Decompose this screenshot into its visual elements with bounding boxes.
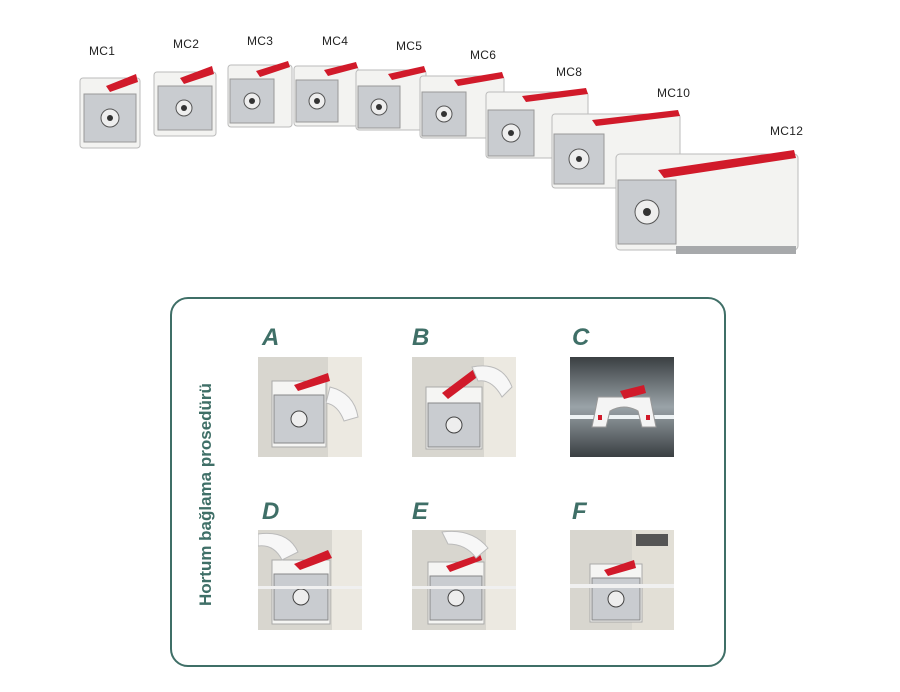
step-label-e: E — [412, 498, 429, 525]
pump-head-mc4-image — [293, 62, 359, 127]
step-c-photo — [570, 357, 674, 457]
step-label-c: C — [572, 324, 590, 351]
pump-head-mc6-image — [419, 72, 505, 139]
step-label-d: D — [262, 498, 280, 525]
pump-head-mc2-image — [153, 66, 217, 137]
model-label-mc10: MC10 — [657, 86, 691, 100]
pump-head-mc1-image — [79, 74, 141, 149]
pump-head-mc12-image — [615, 150, 799, 254]
model-label-mc1: MC1 — [89, 44, 116, 58]
pump-head-mc5-image — [355, 66, 427, 131]
step-e-photo — [412, 530, 516, 630]
model-label-mc2: MC2 — [173, 37, 200, 51]
step-a-photo — [258, 357, 362, 457]
model-label-mc6: MC6 — [470, 48, 497, 62]
panel-title: Hortum bağlama prosedürü — [196, 383, 215, 606]
step-label-b: B — [412, 324, 430, 351]
step-label-f: F — [572, 498, 587, 525]
model-label-mc5: MC5 — [396, 39, 423, 53]
step-b-photo — [412, 357, 516, 457]
model-label-mc12: MC12 — [770, 124, 804, 138]
step-d-photo — [258, 530, 362, 630]
step-f-photo — [570, 530, 674, 630]
pump-head-mc3-image — [227, 61, 293, 128]
model-label-mc3: MC3 — [247, 34, 274, 48]
model-label-mc8: MC8 — [556, 65, 583, 79]
step-label-a: A — [262, 324, 280, 351]
model-label-mc4: MC4 — [322, 34, 349, 48]
